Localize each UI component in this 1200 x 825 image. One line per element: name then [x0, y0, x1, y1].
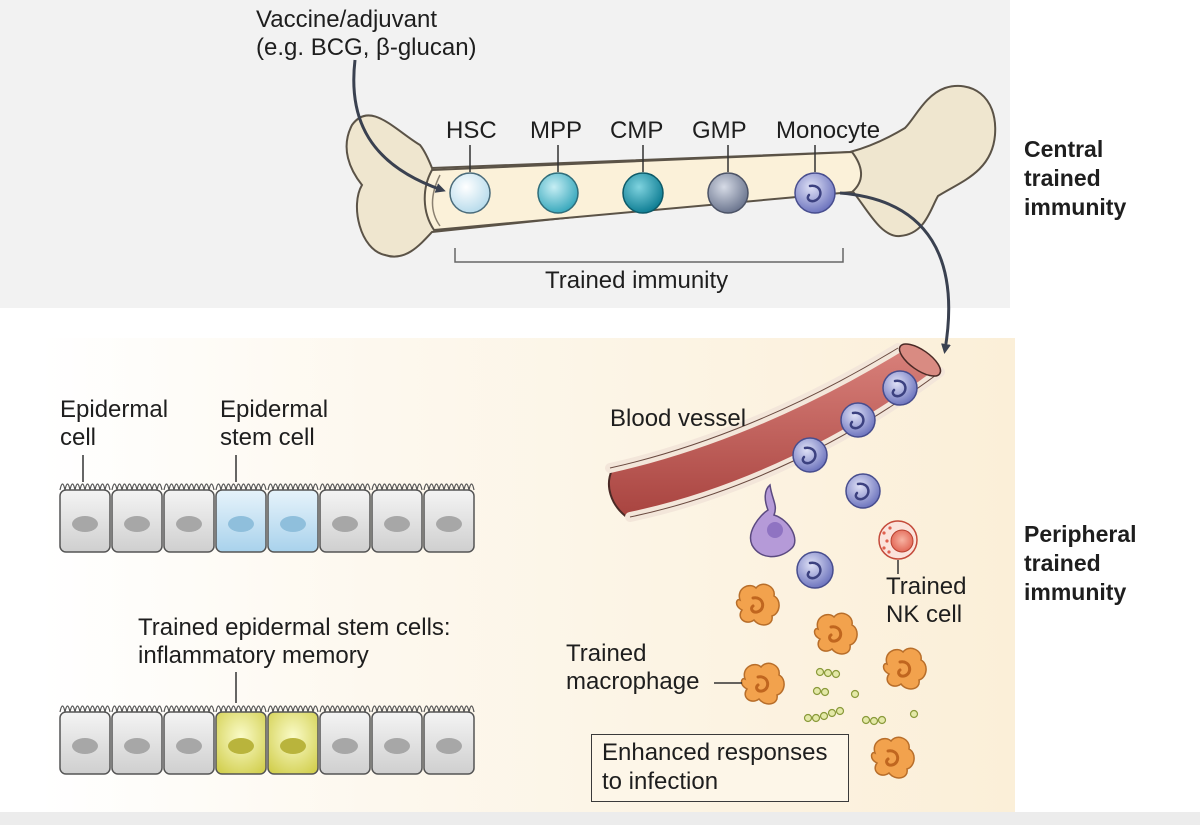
- trained-macrophage: [882, 647, 927, 690]
- vaccine-adjuvant-label: Vaccine/adjuvant (e.g. BCG, β-glucan): [256, 6, 477, 61]
- blood-vessel-opening: [898, 343, 942, 377]
- epidermal-cell: [163, 705, 215, 775]
- trained-macrophage: [813, 612, 858, 655]
- footer-strip: [0, 812, 1200, 825]
- epidermal-cell: [163, 483, 215, 553]
- trained-macrophage: [735, 583, 780, 626]
- migration-arrow: [839, 191, 951, 354]
- epidermal-stem-cell: [267, 483, 319, 553]
- trained-macrophage: [870, 736, 915, 779]
- epidermal-cell: [59, 483, 111, 553]
- epidermal-cell: [59, 705, 111, 775]
- trained-macrophage: [740, 662, 785, 705]
- monocyte-cell: [794, 145, 836, 214]
- trained-epidermal-stem-cell: [267, 705, 319, 775]
- enhanced-responses-box: Enhanced responses to infection: [591, 734, 849, 802]
- epidermal-cell: [423, 483, 475, 553]
- epidermal-layer-trained: [59, 705, 475, 775]
- gmp-label: GMP: [692, 117, 747, 144]
- tissue-monocyte: [845, 473, 881, 509]
- trained-nk-cell-label: Trained NK cell: [886, 573, 967, 628]
- tissue-monocyte: [796, 551, 834, 589]
- epidermal-cell: [111, 483, 163, 553]
- hsc-label: HSC: [446, 117, 497, 144]
- vessel-monocyte: [792, 437, 828, 473]
- trained-epidermal-stem-cells-label: Trained epidermal stem cells: inflammato…: [138, 614, 451, 669]
- bacteria-cluster: [803, 667, 919, 726]
- bone-cortex-line: [431, 174, 441, 227]
- vessel-monocyte: [840, 402, 876, 438]
- hsc-cell: [449, 145, 491, 214]
- gmp-cell: [707, 145, 749, 214]
- cmp-cell: [622, 145, 664, 214]
- trained-macrophage-label: Trained macrophage: [566, 640, 700, 695]
- bone: [345, 84, 997, 258]
- mpp-cell: [537, 145, 579, 214]
- mpp-label: MPP: [530, 117, 583, 144]
- epidermal-cell: [319, 483, 371, 553]
- vessel-monocyte: [882, 370, 918, 406]
- trained-nk-cell: [878, 520, 918, 574]
- blood-vessel-label: Blood vessel: [610, 405, 747, 432]
- trained-immunity-bracket: [454, 248, 844, 263]
- extravasating-monocyte: [749, 483, 796, 558]
- epidermal-stem-cell: [215, 483, 267, 553]
- epidermal-cell: [371, 483, 423, 553]
- epidermal-cell: [371, 705, 423, 775]
- epidermal-cell-label: Epidermal cell: [60, 396, 169, 451]
- peripheral-trained-immunity-title: Peripheral trained immunity: [1024, 521, 1137, 605]
- trained-epidermal-stem-cell: [215, 705, 267, 775]
- vaccine-arrow: [352, 59, 446, 193]
- central-trained-immunity-title: Central trained immunity: [1024, 136, 1127, 220]
- monocyte-label: Monocyte: [776, 117, 881, 144]
- epidermal-cell: [423, 705, 475, 775]
- trained-immunity-label: Trained immunity: [545, 267, 729, 294]
- epidermal-cell: [111, 705, 163, 775]
- cmp-label: CMP: [610, 117, 664, 144]
- epidermal-layer-normal: [59, 483, 475, 553]
- epidermal-stem-cell-label: Epidermal stem cell: [220, 396, 329, 451]
- epidermal-cell: [319, 705, 371, 775]
